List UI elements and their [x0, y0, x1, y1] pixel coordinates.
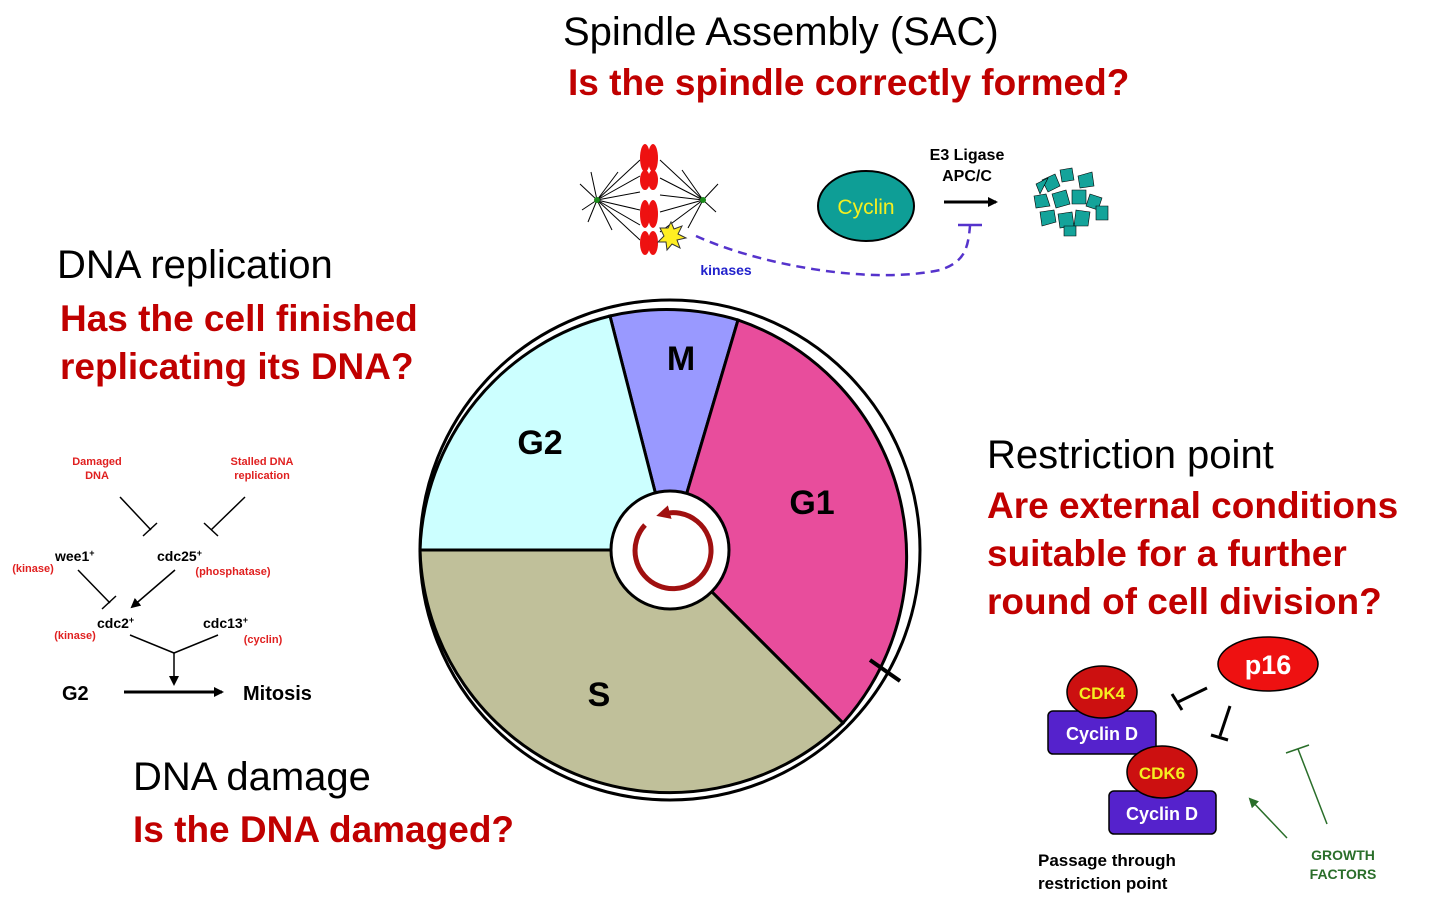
wee1-label: wee1+	[54, 548, 95, 564]
phosphatase-label: (phosphatase)	[195, 566, 271, 578]
growth-factors-activation-arrow	[1248, 797, 1288, 839]
phase-s-label: S	[588, 676, 611, 714]
cdc13-label: cdc13+	[203, 615, 248, 631]
phase-s-segment	[418, 548, 846, 795]
replication-question-line2: replicating its DNA?	[60, 346, 414, 387]
replication-question-line1: Has the cell finished	[60, 298, 418, 339]
cycle-arrow-icon	[632, 505, 714, 592]
cyclin-d-label-2: Cyclin D	[1126, 804, 1198, 824]
restriction-question-line1: Are external conditions	[987, 485, 1399, 526]
p16-ellipse	[1217, 636, 1319, 692]
replication-title: DNA replication	[57, 243, 333, 287]
growth-factors-inhibition-line	[1297, 748, 1328, 825]
wheel-outline	[418, 298, 922, 802]
phase-g1-label: G1	[789, 484, 834, 522]
p16-label: p16	[1245, 650, 1292, 680]
passage-label-1: Passage through	[1038, 851, 1176, 870]
cyclin-paren-label: (cyclin)	[244, 634, 283, 646]
phase-m-label: M	[667, 340, 695, 378]
cyclin-ellipse	[817, 170, 915, 242]
damage-question: Is the DNA damaged?	[133, 809, 515, 850]
cdc25-label: cdc25+	[157, 548, 202, 564]
e3-ligase-label: E3 Ligase	[930, 147, 1005, 164]
cdk6-ellipse	[1126, 745, 1198, 799]
sac-title: Spindle Assembly (SAC)	[563, 10, 999, 54]
mitosis-label: Mitosis	[243, 683, 312, 705]
sac-question: Is the spindle correctly formed?	[568, 62, 1130, 103]
apc-c-label: APC/C	[942, 168, 992, 185]
restriction-question-line2: suitable for a further	[987, 533, 1347, 574]
cdk6-label: CDK6	[1139, 764, 1185, 783]
restriction-title: Restriction point	[987, 433, 1274, 477]
kinases-inhibition-line	[695, 225, 972, 277]
cyclin-label: Cyclin	[837, 196, 894, 219]
g2-label: G2	[62, 683, 89, 705]
spindle-illustration: kinases	[579, 144, 982, 278]
restriction-question-line3: round of cell division?	[987, 581, 1382, 622]
phase-g1-segment	[668, 318, 909, 726]
cyclin-fragments-icon	[1033, 167, 1109, 237]
cdc2-label: cdc2+	[97, 615, 134, 631]
stalled-label-1: Stalled DNA	[231, 456, 294, 468]
growth-label-2: FACTORS	[1310, 866, 1377, 882]
signal-burst-icon	[656, 220, 688, 252]
growth-label-1: GROWTH	[1311, 847, 1375, 863]
restriction-pathway: p16 Cyclin D CDK4 Cyclin D CDK6 GROWTH F…	[1038, 636, 1377, 893]
chromosome-icon	[640, 144, 658, 255]
kinase-label-1: (kinase)	[12, 563, 54, 575]
cyclin-degradation: Cyclin E3 Ligase APC/C	[817, 147, 1109, 242]
stalled-label-2: replication	[234, 470, 290, 482]
damage-title: DNA damage	[133, 755, 371, 799]
kinases-label: kinases	[700, 262, 752, 278]
phase-m-segment	[608, 308, 740, 556]
restriction-point-tick	[868, 658, 902, 683]
cdk4-label: CDK4	[1079, 684, 1126, 703]
passage-label-2: restriction point	[1038, 874, 1168, 893]
replication-pathway: Damaged DNA Stalled DNA replication wee1…	[12, 456, 312, 705]
cyclin-d-label-1: Cyclin D	[1066, 724, 1138, 744]
damaged-dna-label-1: Damaged	[72, 456, 122, 468]
damaged-dna-label-2: DNA	[85, 470, 109, 482]
cdk4-ellipse	[1066, 665, 1138, 719]
cell-cycle-wheel: M G1 S G2	[418, 298, 922, 802]
phase-g2-label: G2	[517, 424, 562, 462]
kinase-label-2: (kinase)	[54, 630, 96, 642]
